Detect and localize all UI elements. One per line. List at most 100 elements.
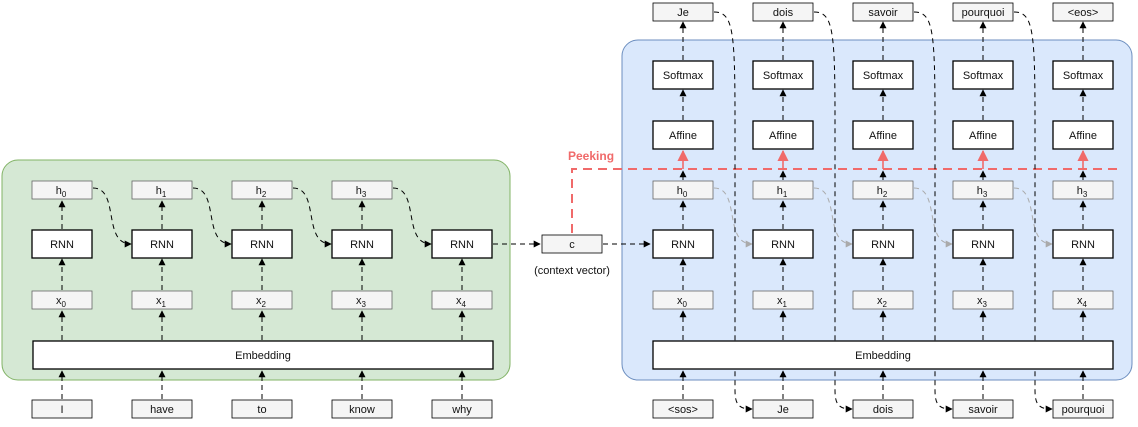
encoder-rnn-2-label: RNN xyxy=(250,239,274,251)
encoder-panel xyxy=(1,159,511,381)
decoder-rnn-3-label: RNN xyxy=(971,239,995,251)
encoder-h-1-label: h1 xyxy=(156,185,167,199)
connector-curve xyxy=(813,11,853,413)
decoder-x-2-label: x2 xyxy=(877,295,888,309)
decoder-h-4-label: h3 xyxy=(1077,185,1088,199)
context-vector xyxy=(541,234,603,254)
connector-curve xyxy=(292,187,332,248)
decoder-h-4 xyxy=(1052,180,1114,200)
decoder-rnn-1-label: RNN xyxy=(771,239,795,251)
encoder-rnn-3-label: RNN xyxy=(350,239,374,251)
encoder-token-3-label: know xyxy=(349,404,375,416)
encoder-rnn-1 xyxy=(131,229,193,259)
decoder-softmax-3 xyxy=(952,60,1014,90)
decoder-output-0 xyxy=(652,2,714,22)
connector-curve xyxy=(813,187,853,248)
decoder-affine-1 xyxy=(752,120,814,150)
decoder-h-3-label: h3 xyxy=(977,185,988,199)
connector-curve xyxy=(913,11,953,413)
decoder-output-0-label: Je xyxy=(677,7,689,19)
decoder-x-4-label: x4 xyxy=(1077,295,1088,309)
connector-curve xyxy=(913,187,953,248)
decoder-affine-3-label: Affine xyxy=(969,130,997,142)
decoder-affine-1-label: Affine xyxy=(769,130,797,142)
encoder-rnn-4 xyxy=(431,229,493,259)
encoder-token-1-label: have xyxy=(150,404,174,416)
decoder-h-1 xyxy=(752,180,814,200)
decoder-softmax-1-label: Softmax xyxy=(763,70,804,82)
decoder-output-1-label: dois xyxy=(773,7,794,19)
decoder-h-2-label: h2 xyxy=(877,185,888,199)
connector-curve xyxy=(392,187,432,248)
decoder-x-1 xyxy=(752,290,814,310)
decoder-output-1 xyxy=(752,2,814,22)
decoder-rnn-4-label: RNN xyxy=(1071,239,1095,251)
decoder-rnn-0-label: RNN xyxy=(671,239,695,251)
decoder-h-3 xyxy=(952,180,1014,200)
decoder-x-4 xyxy=(1052,290,1114,310)
decoder-affine-4-label: Affine xyxy=(1069,130,1097,142)
decoder-softmax-1 xyxy=(752,60,814,90)
decoder-h-2 xyxy=(852,180,914,200)
decoder-embedding xyxy=(652,340,1114,370)
decoder-affine-0 xyxy=(652,120,714,150)
decoder-h-1-label: h1 xyxy=(777,185,788,199)
decoder-softmax-0-label: Softmax xyxy=(663,70,704,82)
decoder-output-4 xyxy=(1052,2,1114,22)
decoder-softmax-3-label: Softmax xyxy=(963,70,1004,82)
encoder-embedding xyxy=(32,340,494,370)
encoder-x-0-label: x0 xyxy=(56,295,67,309)
encoder-token-4-label: why xyxy=(451,404,472,416)
decoder-rnn-1 xyxy=(752,229,814,259)
decoder-input-0-label: <sos> xyxy=(668,404,698,416)
encoder-rnn-4-label: RNN xyxy=(450,239,474,251)
decoder-panel xyxy=(621,39,1133,381)
decoder-softmax-0 xyxy=(652,60,714,90)
decoder-x-2 xyxy=(852,290,914,310)
connector-curve xyxy=(192,187,232,248)
decoder-softmax-2-label: Softmax xyxy=(863,70,904,82)
decoder-input-4-label: pourquoi xyxy=(1062,404,1105,416)
decoder-output-2-label: savoir xyxy=(868,7,898,19)
decoder-input-3-label: savoir xyxy=(968,404,998,416)
decoder-input-3 xyxy=(952,399,1014,419)
encoder-token-1 xyxy=(131,399,193,419)
decoder-softmax-4-label: Softmax xyxy=(1063,70,1104,82)
decoder-input-4 xyxy=(1052,399,1114,419)
encoder-rnn-0-label: RNN xyxy=(50,239,74,251)
decoder-affine-2-label: Affine xyxy=(869,130,897,142)
decoder-input-1-label: Je xyxy=(777,404,789,416)
encoder-token-2 xyxy=(231,399,293,419)
encoder-h-3 xyxy=(331,180,393,200)
encoder-rnn-1-label: RNN xyxy=(150,239,174,251)
peeking-label: Peeking xyxy=(568,149,614,163)
connector-curve xyxy=(713,11,753,413)
decoder-h-0 xyxy=(652,180,714,200)
decoder-rnn-2 xyxy=(852,229,914,259)
encoder-x-3-label: x3 xyxy=(356,295,367,309)
decoder-output-3 xyxy=(952,2,1014,22)
encoder-h-2 xyxy=(231,180,293,200)
decoder-x-1-label: x1 xyxy=(777,295,788,309)
decoder-affine-0-label: Affine xyxy=(669,130,697,142)
decoder-rnn-4 xyxy=(1052,229,1114,259)
decoder-rnn-0 xyxy=(652,229,714,259)
encoder-h-0-label: h0 xyxy=(56,185,67,199)
encoder-embedding-label: Embedding xyxy=(235,350,291,362)
decoder-x-3 xyxy=(952,290,1014,310)
encoder-h-2-label: h2 xyxy=(256,185,267,199)
encoder-h-3-label: h3 xyxy=(356,185,367,199)
encoder-x-4 xyxy=(431,290,493,310)
encoder-h-0 xyxy=(31,180,93,200)
decoder-x-0 xyxy=(652,290,714,310)
connector-curve xyxy=(92,187,132,248)
encoder-token-2-label: to xyxy=(257,404,266,416)
peeking-line xyxy=(571,168,1120,233)
decoder-softmax-4 xyxy=(1052,60,1114,90)
encoder-token-4 xyxy=(431,399,493,419)
connector-curve xyxy=(713,187,753,248)
decoder-affine-2 xyxy=(852,120,914,150)
decoder-affine-4 xyxy=(1052,120,1114,150)
decoder-input-0 xyxy=(652,399,714,419)
